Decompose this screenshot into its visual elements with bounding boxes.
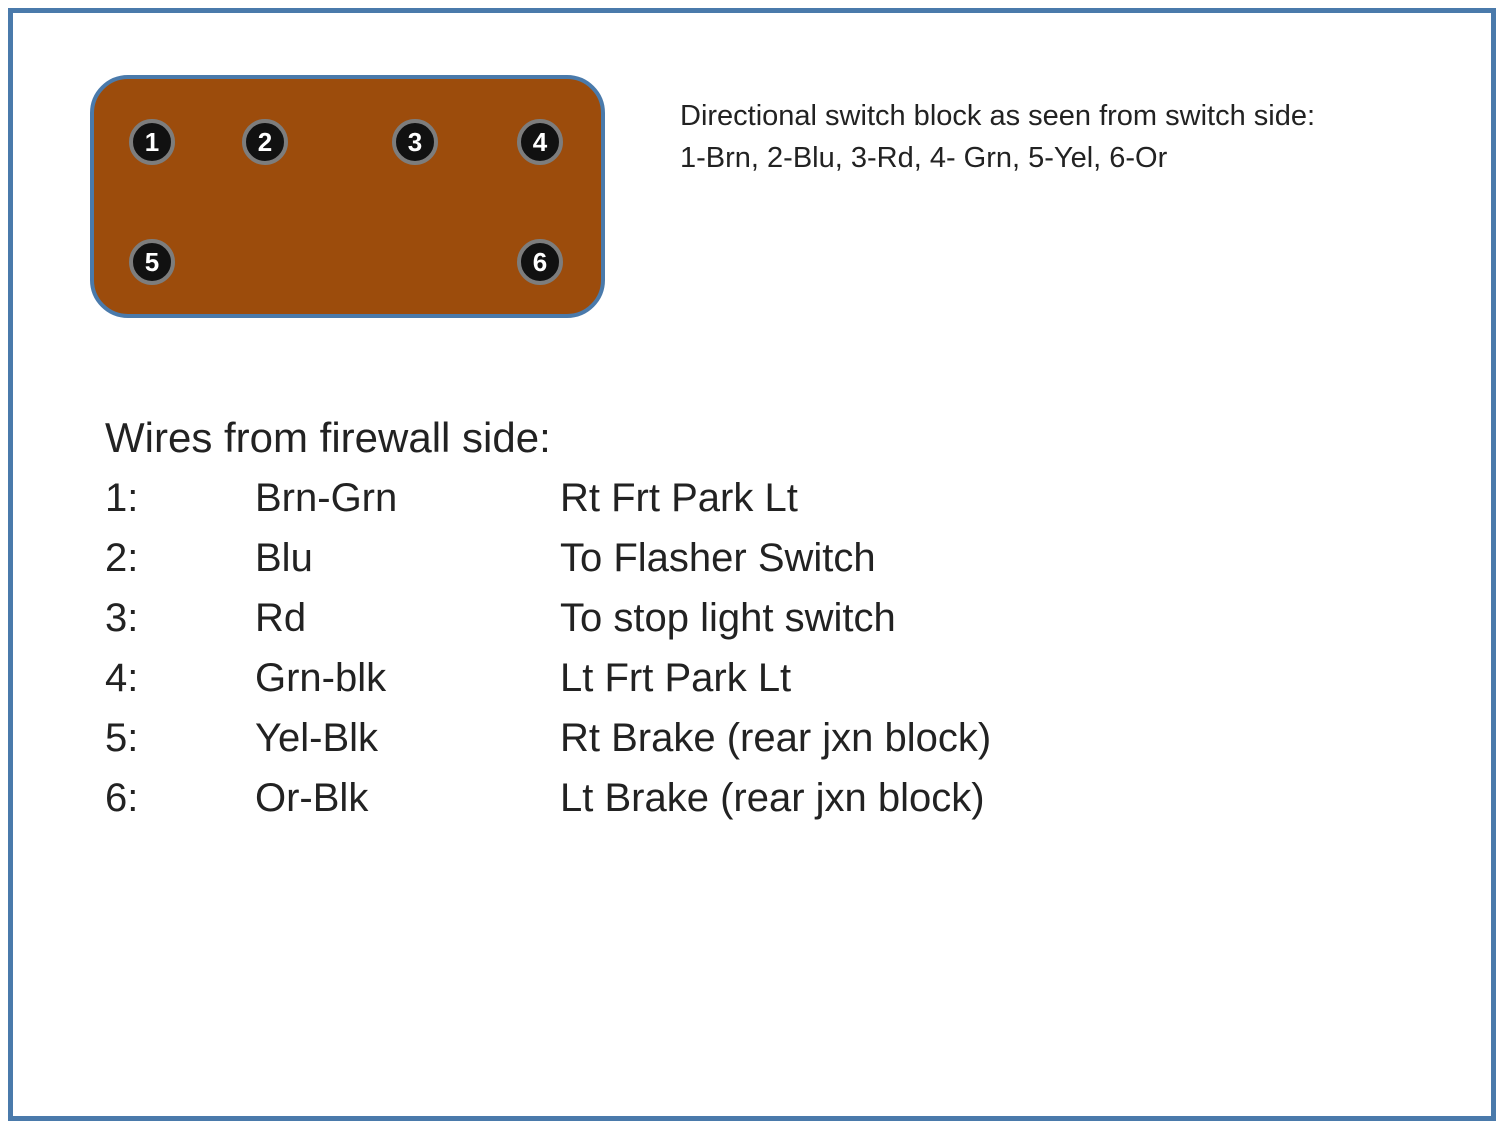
wire-row-3: 3: Rd To stop light switch — [105, 588, 991, 648]
wire-number: 4: — [105, 656, 139, 700]
pin-2: 2 — [242, 119, 288, 165]
wire-row-5: 5: Yel-Blk Rt Brake (rear jxn block) — [105, 708, 991, 768]
wire-description: Rt Frt Park Lt — [560, 476, 798, 520]
wire-row-1: 1: Brn-Grn Rt Frt Park Lt — [105, 468, 991, 528]
pin-4: 4 — [517, 119, 563, 165]
wire-number: 2: — [105, 536, 139, 580]
wire-description: Lt Frt Park Lt — [560, 656, 792, 700]
wire-number: 5: — [105, 716, 139, 760]
switch-block-caption: Directional switch block as seen from sw… — [680, 95, 1470, 179]
wire-description: Lt Brake (rear jxn block) — [560, 776, 985, 820]
wire-row-6: 6: Or-Blk Lt Brake (rear jxn block) — [105, 768, 991, 828]
wire-number: 3: — [105, 596, 139, 640]
wires-list: Wires from firewall side: 1: Brn-Grn Rt … — [105, 408, 991, 828]
wire-description: To Flasher Switch — [560, 536, 876, 580]
switch-block-diagram: 1 2 3 4 5 6 — [90, 75, 605, 318]
wire-color: Yel-Blk — [255, 716, 379, 760]
wire-color: Grn-blk — [255, 656, 387, 700]
wire-number: 1: — [105, 476, 139, 520]
wire-description: To stop light switch — [560, 596, 896, 640]
caption-line-1: Directional switch block as seen from sw… — [680, 100, 1316, 132]
pin-6: 6 — [517, 239, 563, 285]
wire-row-2: 2: Blu To Flasher Switch — [105, 528, 991, 588]
caption-line-2: 1-Brn, 2-Blu, 3-Rd, 4- Grn, 5-Yel, 6-Or — [680, 142, 1168, 175]
pin-1: 1 — [129, 119, 175, 165]
pin-3: 3 — [392, 119, 438, 165]
wire-number: 6: — [105, 776, 139, 820]
wire-color: Rd — [255, 596, 307, 640]
wire-row-4: 4: Grn-blk Lt Frt Park Lt — [105, 648, 991, 708]
wires-list-title: Wires from firewall side: — [105, 414, 551, 461]
pin-5: 5 — [129, 239, 175, 285]
wire-description: Rt Brake (rear jxn block) — [560, 716, 992, 760]
wire-color: Blu — [255, 536, 313, 580]
wire-color: Or-Blk — [255, 776, 369, 820]
wire-color: Brn-Grn — [255, 476, 398, 520]
